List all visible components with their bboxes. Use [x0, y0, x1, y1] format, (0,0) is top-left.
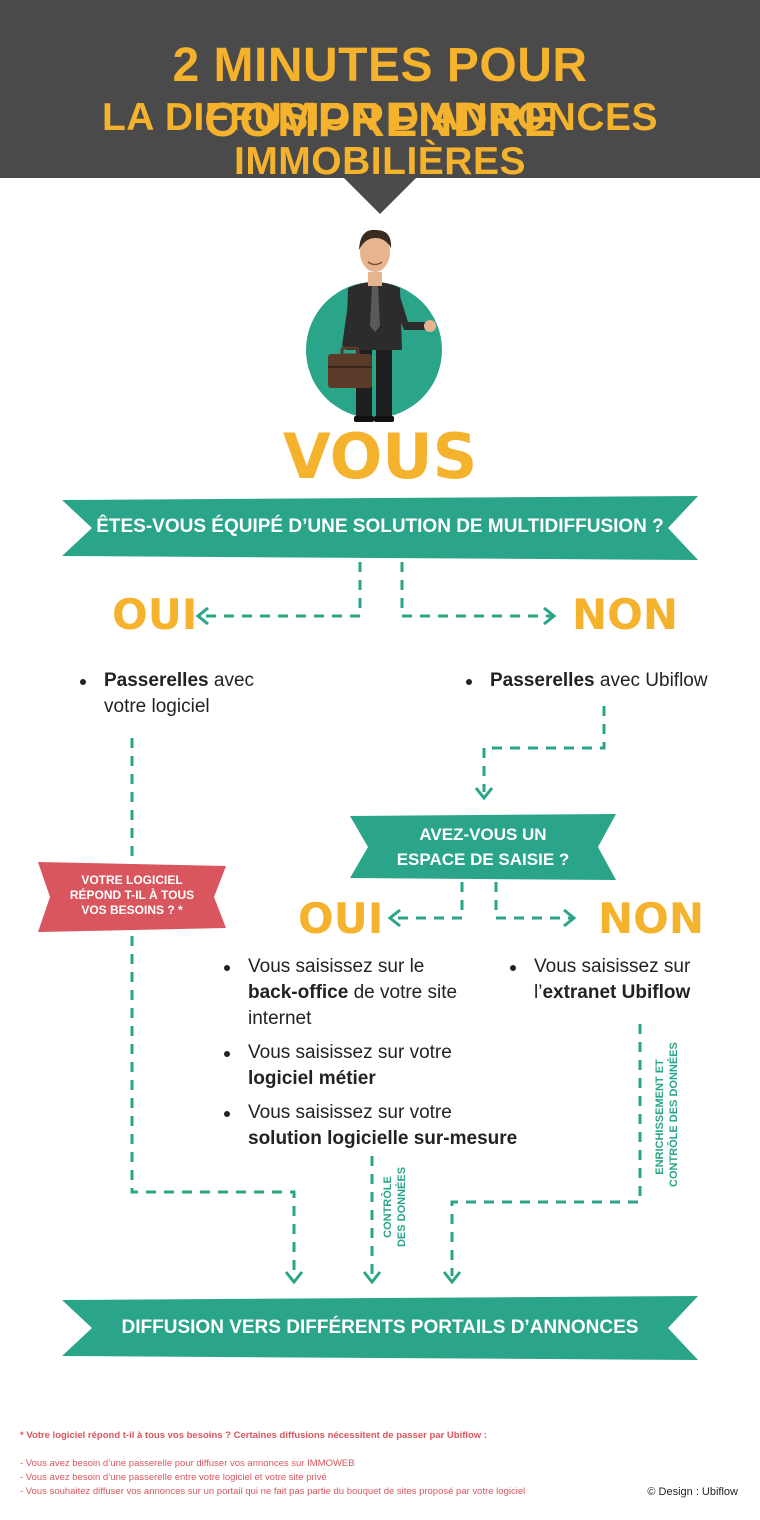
data-control-annotation: CONTRÔLE DES DONNÉES: [382, 1166, 408, 1248]
businessman-illustration: [300, 226, 460, 426]
footnote-item: - Vous avez besoin d’une passerelle entr…: [20, 1472, 327, 1483]
branch1-yes-label: OUI: [112, 590, 198, 639]
branch2-no-label: NON: [598, 894, 705, 943]
question1-banner: [62, 496, 698, 560]
side-question-banner: [38, 862, 226, 932]
design-credit: © Design : Ubiflow: [647, 1486, 738, 1498]
header-banner: [0, 0, 760, 178]
branch1-no-label: NON: [572, 590, 679, 639]
footnote-item: - Vous avez besoin d’une passerelle pour…: [20, 1458, 355, 1469]
footnote-title: * Votre logiciel répond t-il à tous vos …: [20, 1430, 488, 1441]
title-line-2: LA DIFFUSION D’ANNONCES IMMOBILIÈRES: [101, 96, 659, 183]
list-item: Vous saisissez sur l’extranet Ubiflow: [508, 954, 718, 1006]
side-question-text: VOTRE LOGICIEL RÉPOND T-IL À TOUS VOS BE…: [69, 873, 195, 917]
final-banner: [62, 1296, 698, 1360]
branch2-yes-label: OUI: [298, 894, 384, 943]
branch2-no-list: Vous saisissez sur l’extranet Ubiflow: [508, 954, 718, 1014]
branch1-no-list: Passerelles avec Ubiflow: [464, 668, 744, 702]
subject-label: VOUS: [282, 420, 478, 493]
enrichment-annotation: ENRICHISSEMENT ET CONTRÔLE DES DONNÉES: [654, 1042, 680, 1187]
title-line-1: 2 MINUTES POUR COMPRENDRE: [172, 39, 588, 147]
question2-banner: [350, 814, 616, 880]
final-banner-text: DIFFUSION VERS DIFFÉRENTS PORTAILS D’ANN…: [121, 1317, 639, 1338]
header-pointer: [342, 176, 418, 214]
question2-text: AVEZ-VOUS UN ESPACE DE SAISIE ?: [396, 825, 570, 869]
footnote-item: - Vous souhaitez diffuser vos annonces s…: [20, 1486, 526, 1497]
list-item: Vous saisissez sur votre solution logici…: [222, 1100, 522, 1152]
question1-text: ÊTES-VOUS ÉQUIPÉ D’UNE SOLUTION DE MULTI…: [96, 516, 664, 537]
list-item: Vous saisissez sur votre logiciel métier: [222, 1040, 522, 1092]
list-item: Passerelles avec Ubiflow: [464, 668, 744, 694]
